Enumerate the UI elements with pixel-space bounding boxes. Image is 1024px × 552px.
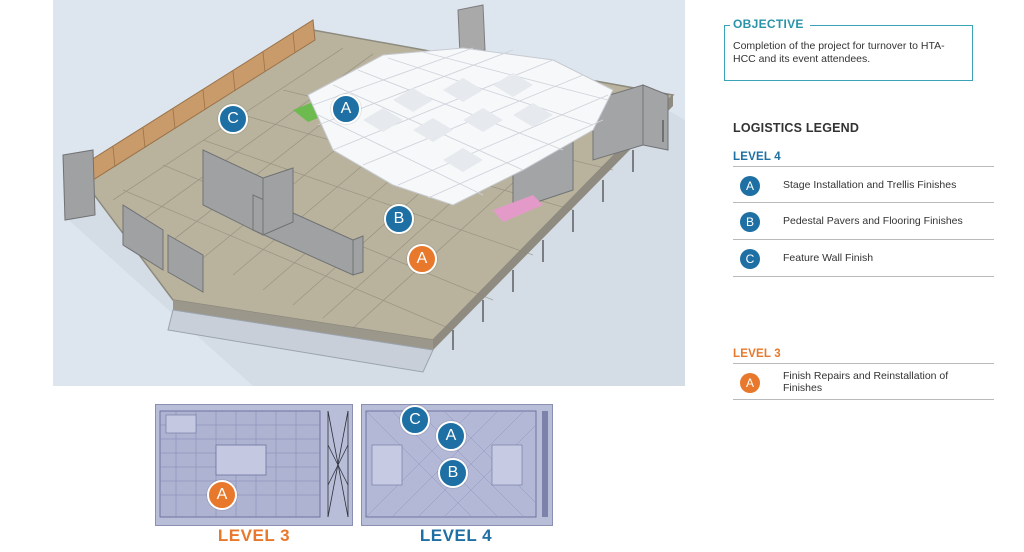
logistics-legend-title: LOGISTICS LEGEND <box>733 121 860 135</box>
objective-box: OBJECTIVE Completion of the project for … <box>724 17 973 81</box>
level-4-plan-marker-b: B <box>438 458 468 488</box>
legend-badge-a: A <box>740 373 760 393</box>
building-model-drawing <box>62 4 685 386</box>
objective-title: OBJECTIVE <box>730 17 810 31</box>
level-3-plan-drawing <box>159 410 349 518</box>
level-4-plan-label: LEVEL 4 <box>419 526 493 545</box>
render-marker-b: B <box>384 204 414 234</box>
legend-badge-c: C <box>740 249 760 269</box>
legend-row-level4-b: B Pedestal Pavers and Flooring Finishes <box>733 203 994 240</box>
legend-text: Pedestal Pavers and Flooring Finishes <box>783 215 963 227</box>
legend-row-level3-a: A Finish Repairs and Reinstallation of F… <box>733 363 994 400</box>
render-marker-a-orange: A <box>407 244 437 274</box>
legend-row-level4-c: C Feature Wall Finish <box>733 240 994 277</box>
legend-badge-a: A <box>740 176 760 196</box>
render-marker-a-blue: A <box>331 94 361 124</box>
render-marker-c: C <box>218 104 248 134</box>
level-4-plan-marker-c: C <box>400 405 430 435</box>
legend-text: Stage Installation and Trellis Finishes <box>783 179 957 191</box>
level-4-plan-marker-a: A <box>436 421 466 451</box>
building-3d-render <box>53 0 685 386</box>
legend-badge-b: B <box>740 212 760 232</box>
legend-level-4-title: LEVEL 4 <box>733 151 781 163</box>
legend-text: Feature Wall Finish <box>783 252 874 264</box>
level-3-plan-label: LEVEL 3 <box>217 526 291 545</box>
level-3-plan-marker-a: A <box>207 480 237 510</box>
objective-text: Completion of the project for turnover t… <box>733 40 945 65</box>
legend-text: Finish Repairs and Reinstallation of Fin… <box>783 370 949 394</box>
level-3-floor-plan <box>155 404 353 526</box>
legend-level-3-title: LEVEL 3 <box>733 348 781 360</box>
legend-row-level4-a: A Stage Installation and Trellis Finishe… <box>733 166 994 203</box>
